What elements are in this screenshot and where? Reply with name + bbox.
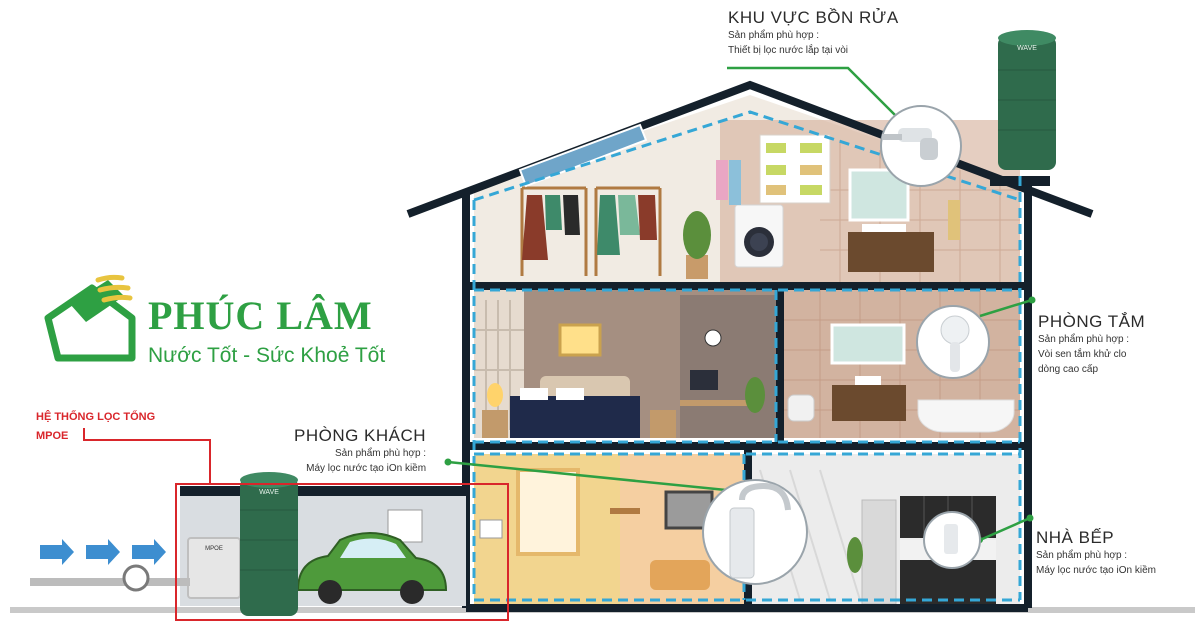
water-meter-icon <box>122 564 150 592</box>
kitchen-title: NHÀ BẾP <box>1036 528 1115 547</box>
ion-water-purifier-kitchen-icon <box>923 511 981 569</box>
garage: MPOE <box>180 486 466 606</box>
living-room-title: PHÒNG KHÁCH <box>294 426 427 445</box>
mpoe-system-code: MPOE <box>36 430 69 442</box>
ion-water-purifier-living-icon <box>702 479 808 585</box>
brand-slogan: Nước Tốt - Sức Khoẻ Tốt <box>148 344 386 367</box>
bathroom-label: Sản phẩm phù hợp : <box>1038 334 1130 345</box>
inflow-arrow-icons <box>40 539 166 565</box>
bathroom-product-line1: Vòi sen tắm khử clo <box>1038 349 1127 360</box>
mpoe-system-title: HỆ THỐNG LỌC TỔNG <box>36 411 156 423</box>
faucet-filter-icon <box>880 105 962 187</box>
water-pipes <box>472 110 1022 602</box>
brand-logo-icon <box>44 274 136 362</box>
living-room-label: Sản phẩm phù hợp : <box>335 448 427 459</box>
bathroom-product-line2: dòng cao cấp <box>1038 364 1099 375</box>
kitchen-callout: NHÀ BẾP Sản phẩm phù hợp : Máy lọc nước … <box>1036 528 1156 578</box>
shower-head-icon <box>916 305 990 379</box>
brand-name: PHÚC LÂM <box>148 293 373 338</box>
sink-zone-title: KHU VỰC BỒN RỬA <box>728 8 899 27</box>
svg-text:WAVE: WAVE <box>259 489 279 496</box>
bathroom-callout: PHÒNG TẮM Sản phẩm phù hợp : Vòi sen tắm… <box>1038 312 1145 377</box>
garage-water-tank: WAVE <box>240 472 298 616</box>
mpoe-system-label: HỆ THỐNG LỌC TỔNG MPOE <box>36 408 155 446</box>
living-room-callout: PHÒNG KHÁCH Sản phẩm phù hợp : Máy lọc n… <box>294 426 426 476</box>
sink-zone-product: Thiết bị lọc nước lắp tại vòi <box>728 45 848 56</box>
bathroom-room <box>784 290 1020 438</box>
bedroom <box>474 290 776 438</box>
bathroom-title: PHÒNG TẮM <box>1038 312 1146 331</box>
svg-text:MPOE: MPOE <box>205 546 223 552</box>
svg-text:WAVE: WAVE <box>1017 45 1037 52</box>
roof-water-tank: WAVE <box>998 30 1056 170</box>
living-room-product: Máy lọc nước tạo iOn kiềm <box>306 463 427 474</box>
house-outline <box>406 80 1094 612</box>
mpoe-highlight-frame <box>175 483 509 621</box>
car <box>296 532 448 591</box>
sink-zone-callout: KHU VỰC BỒN RỬA Sản phẩm phù hợp : Thiết… <box>728 8 899 58</box>
kitchen-product: Máy lọc nước tạo iOn kiềm <box>1036 565 1156 576</box>
kitchen-label: Sản phẩm phù hợp : <box>1036 550 1128 561</box>
sink-zone-label: Sản phẩm phù hợp : <box>728 30 820 41</box>
